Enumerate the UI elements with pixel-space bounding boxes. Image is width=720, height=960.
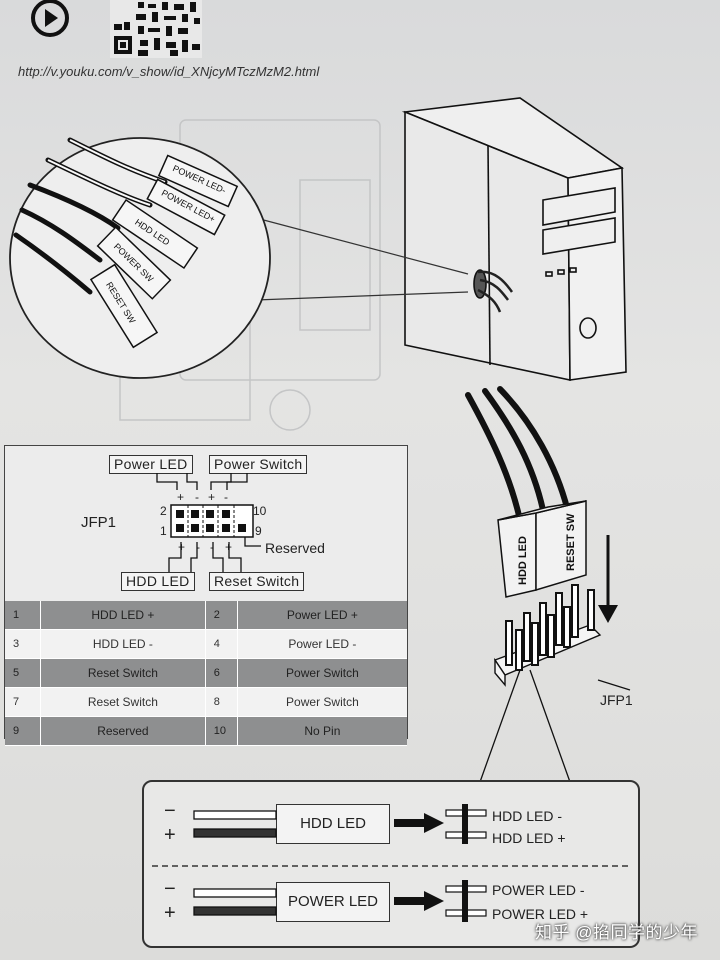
label-power-switch: Power Switch — [209, 455, 308, 474]
front-panel-connector-illustration: HDD LED RESET SW — [465, 386, 631, 691]
power-led-plus-label: POWER LED + — [492, 906, 589, 922]
pin-name-cell: Power LED + — [237, 601, 407, 630]
pin-number-cell: 7 — [5, 687, 41, 717]
jfp1-pinout-panel: Power LED Power Switch HDD LED Reset Swi… — [4, 445, 408, 746]
pin-number-10: 10 — [253, 504, 267, 518]
plus-sign: + — [177, 490, 185, 504]
hdd-plus-sign: + — [164, 824, 176, 846]
wiring-arrows — [152, 804, 630, 922]
power-minus-sign: − — [164, 878, 176, 900]
zhihu-watermark: 知乎 @掐同学的少年 — [535, 923, 698, 942]
qr-code-image — [110, 0, 202, 58]
pin-name-cell: HDD LED - — [40, 629, 206, 659]
video-url-link[interactable]: http://v.youku.com/v_show/id_XNjcyMTczMz… — [18, 64, 320, 79]
pin-number-cell: 2 — [204, 601, 238, 630]
minus-sign: - — [210, 540, 214, 554]
plus-sign: + — [208, 490, 216, 504]
pin-number-cell: 9 — [5, 716, 41, 746]
pin-number-cell: 5 — [5, 658, 41, 688]
minus-sign: - — [196, 540, 200, 554]
callout-lines — [479, 669, 571, 783]
pin-name-cell: Power Switch — [237, 658, 407, 688]
hdd-led-box: HDD LED — [276, 804, 390, 844]
pin-number-cell: 8 — [204, 687, 238, 717]
power-led-box: POWER LED — [276, 882, 390, 922]
label-reset-switch: Reset Switch — [209, 572, 305, 591]
minus-sign: - — [195, 490, 199, 504]
pin-name-cell: HDD LED + — [40, 601, 206, 630]
pin-name-cell: No Pin — [237, 716, 407, 746]
pin-name-cell: Reset Switch — [40, 687, 206, 717]
pin-name-cell: Power Switch — [237, 687, 407, 717]
pin-number-9: 9 — [255, 524, 262, 538]
connector-label-hdd-led: HDD LED — [517, 536, 529, 585]
power-plus-sign: + — [164, 902, 176, 924]
pin-name-cell: Power LED - — [237, 629, 407, 659]
minus-sign: - — [224, 490, 228, 504]
pin-grid-svg — [156, 473, 261, 572]
label-hdd-led: HDD LED — [121, 572, 195, 591]
label-power-led: Power LED — [109, 455, 193, 474]
wiring-detail-box: − + HDD LED HDD LED - HDD LED + − + POWE… — [142, 780, 640, 948]
pin-number-cell: 3 — [5, 629, 41, 659]
hdd-led-plus-label: HDD LED + — [492, 830, 566, 846]
pin-number-1: 1 — [160, 524, 167, 538]
pin-number-cell: 6 — [204, 658, 238, 688]
computer-tower-illustration: POWER LED- POWER LED+ HDD LED POWER SW R… — [9, 97, 627, 431]
jfp1-header-diagram: Power LED Power Switch HDD LED Reset Swi… — [5, 446, 407, 601]
connector-label-reset-sw: RESET SW — [565, 513, 577, 571]
pin-number-cell: 1 — [5, 601, 41, 630]
header-name-jfp1: JFP1 — [81, 514, 117, 531]
pin-number-cell: 10 — [204, 716, 238, 746]
play-icon — [31, 0, 69, 37]
hdd-minus-sign: − — [164, 800, 176, 822]
pin-name-cell: Reserved — [40, 716, 206, 746]
jfp1-connector-label: JFP1 — [600, 692, 633, 708]
hdd-led-minus-label: HDD LED - — [492, 808, 563, 824]
power-led-minus-label: POWER LED - — [492, 882, 585, 898]
pin-number-2: 2 — [160, 504, 167, 518]
pin-name-cell: Reset Switch — [40, 658, 206, 688]
pin-number-cell: 4 — [204, 629, 238, 659]
label-reserved: Reserved — [265, 540, 325, 556]
